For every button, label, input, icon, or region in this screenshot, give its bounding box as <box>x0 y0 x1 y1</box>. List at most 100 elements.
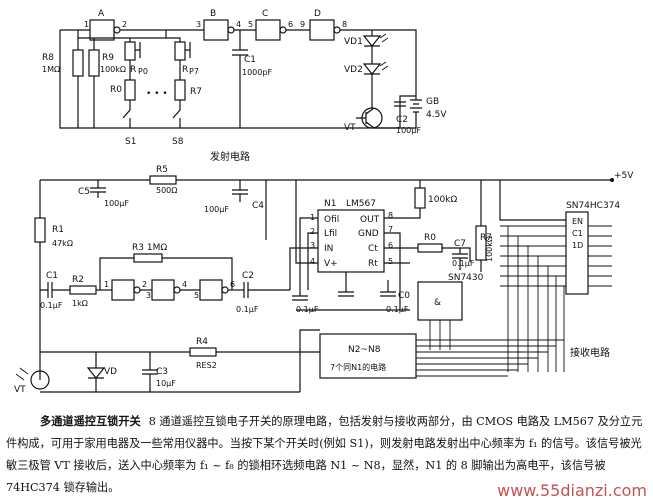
r9-value: 100kΩ <box>100 65 126 74</box>
r4-label: R4 <box>196 337 208 347</box>
transmitter-circuit: A 2 1 B 3 4 C 5 6 D 9 8 <box>42 9 447 163</box>
sn74hc374-label: SN74HC374 <box>566 201 620 211</box>
lm567-chip <box>317 209 385 273</box>
c1b-value: 0.1μF <box>40 301 63 310</box>
r5-value: 500Ω <box>156 186 177 195</box>
s8-label: S8 <box>172 137 184 147</box>
c7-label: C7 <box>454 239 466 249</box>
gate-d: D 9 8 <box>300 9 347 41</box>
pin-c1: C1 <box>572 229 583 238</box>
pin-en: EN <box>572 217 583 226</box>
c0-label: C0 <box>398 291 410 301</box>
pullup-value: 100kΩ <box>428 195 457 205</box>
vcc-label: +5V <box>614 171 634 181</box>
gate-b-label: B <box>210 9 216 19</box>
pin-rt: Rt <box>368 259 378 269</box>
lm-pin8: 8 <box>388 211 393 220</box>
gb-label: GB <box>426 97 439 107</box>
rp7-sub: P7 <box>189 67 199 76</box>
inverter-2 <box>151 279 175 301</box>
r0b-label: R0 <box>424 233 436 243</box>
gate-b-pin3: 3 <box>196 20 201 29</box>
description-body: 8 通道遥控互锁电子开关的原理电路，包括发射与接收两部分，由 CMOS 电路及 … <box>6 415 643 494</box>
c4-value: 100μF <box>204 205 229 214</box>
rp0-label: R <box>130 65 136 75</box>
resistor-r3 <box>133 253 163 263</box>
resistor-pullup <box>414 187 426 209</box>
n2n8-label: N2~N8 <box>348 345 381 355</box>
r2-label: R2 <box>72 275 84 285</box>
nand-symbol: & <box>434 298 441 308</box>
c5-label: C5 <box>78 187 90 197</box>
lm-pin7: 7 <box>388 225 393 234</box>
sn7430-label: SN7430 <box>448 273 484 283</box>
n2-n8-block <box>319 333 417 379</box>
inv-pin2: 2 <box>142 280 147 289</box>
r5-label: R5 <box>156 165 168 175</box>
c5-value: 100μF <box>104 199 129 208</box>
transmitter-title: 发射电路 <box>210 150 250 163</box>
pin-lfil: Lfil <box>324 229 337 239</box>
pin-vplus: V+ <box>324 259 338 269</box>
lm567-label: LM567 <box>346 199 376 209</box>
lm-pin2: 2 <box>310 227 315 236</box>
r0-label: R0 <box>110 85 122 95</box>
pin-out: OUT <box>360 215 380 225</box>
c1-value: 1000pF <box>242 68 272 77</box>
gate-a: A 2 1 <box>84 9 127 41</box>
s1-label: S1 <box>125 137 136 147</box>
inv-pin3: 3 <box>146 291 151 300</box>
resistor-r0 <box>124 79 136 101</box>
gate-b: B 3 4 <box>196 9 241 41</box>
c3-value: 10μF <box>156 379 176 388</box>
vt2-label: VT <box>14 385 26 395</box>
gate-c-pin6: 6 <box>288 20 293 29</box>
vt-label: VT <box>344 123 356 133</box>
c1b-label: C1 <box>46 271 58 281</box>
phototransistor-vt <box>30 370 50 390</box>
r8-value: 1MΩ <box>42 65 60 74</box>
resistor-r0b <box>417 243 443 253</box>
gate-a-pin1: 1 <box>84 20 89 29</box>
c2-value: 100μF <box>396 126 421 135</box>
pin-1d: 1D <box>572 241 583 250</box>
resistor-r5 <box>149 175 177 185</box>
gb-value: 4.5V <box>426 110 447 120</box>
receiver-circuit: +5V R5 500Ω C5 100μF 100μF C4 R1 47kΩ C1… <box>14 165 634 395</box>
vd2-label: VD2 <box>344 65 363 75</box>
gate-d-label: D <box>314 9 321 19</box>
n2n8-sublabel: 7个同N1的电路 <box>330 362 386 372</box>
gate-d-pin9: 9 <box>300 20 305 29</box>
res2-label: RES2 <box>196 361 217 370</box>
r8-label: R8 <box>42 53 54 63</box>
rp7-label: R <box>182 65 188 75</box>
c2b-value: 0.1μF <box>236 305 259 314</box>
r7b-label: R7 <box>480 233 492 243</box>
pin-gnd: GND <box>358 229 379 239</box>
inverter-3 <box>199 279 223 301</box>
gate-c-label: C <box>262 9 268 19</box>
gate-d-pin8: 8 <box>342 20 347 29</box>
resistor-r2 <box>69 285 97 295</box>
r9-label: R9 <box>102 53 114 63</box>
inverter-1 <box>111 279 135 301</box>
r7-label: R7 <box>190 87 202 97</box>
gate-a-pin2: 2 <box>122 20 127 29</box>
vd-label: VD <box>104 367 117 377</box>
pot-rp0 <box>124 41 136 61</box>
watermark: www.55dianzi.com <box>497 481 647 500</box>
pin-in: IN <box>324 244 333 254</box>
c2-label: C2 <box>396 115 408 125</box>
pot-rp7 <box>174 41 186 61</box>
gate-b-pin4: 4 <box>236 20 241 29</box>
c7-value: 0.1μF <box>452 259 475 268</box>
description-title: 多通道遥控互锁开关 <box>40 414 141 428</box>
n1-label: N1 <box>324 199 336 209</box>
resistor-r1 <box>34 217 46 243</box>
circuit-schematic: A 2 1 B 3 4 C 5 6 D 9 8 <box>14 9 634 395</box>
inv-pin1: 1 <box>104 280 109 289</box>
r7b-value: 100kΩ <box>485 236 494 262</box>
receiver-title: 接收电路 <box>570 346 610 359</box>
r2-value: 1kΩ <box>72 299 88 308</box>
c2b-label: C2 <box>242 271 254 281</box>
